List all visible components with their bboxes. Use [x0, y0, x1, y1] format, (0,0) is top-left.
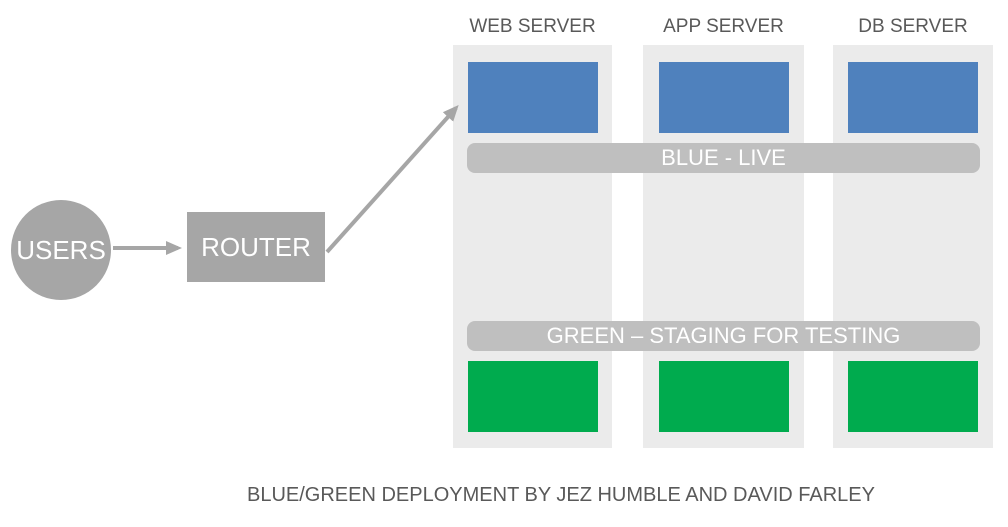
app-server-green-environment-box	[658, 361, 789, 432]
app-server-blue-environment-box	[658, 62, 789, 133]
web-server-column	[453, 45, 612, 448]
web-server-blue-environment-box	[467, 62, 598, 133]
users-label: USERS	[16, 234, 106, 265]
db-server-column-header: DB SERVER	[858, 16, 968, 37]
router-to-blue-web-server-arrow	[325, 105, 459, 254]
diagram-caption: BLUE/GREEN DEPLOYMENT BY JEZ HUMBLE AND …	[247, 484, 875, 506]
web-server-green-environment-box	[467, 361, 598, 432]
router-label: ROUTER	[201, 231, 311, 262]
app-server-column	[643, 45, 804, 448]
router-node: ROUTER	[187, 212, 325, 282]
blue-live-band: BLUE - LIVE	[467, 143, 980, 173]
db-server-green-environment-box	[848, 361, 978, 432]
db-server-column	[833, 45, 993, 448]
green-staging-band: GREEN – STAGING FOR TESTING	[467, 321, 980, 351]
app-server-column-header: APP SERVER	[663, 16, 784, 37]
db-server-blue-environment-box	[848, 62, 978, 133]
web-server-column-header: WEB SERVER	[469, 16, 596, 37]
users-node: USERS	[11, 200, 111, 300]
